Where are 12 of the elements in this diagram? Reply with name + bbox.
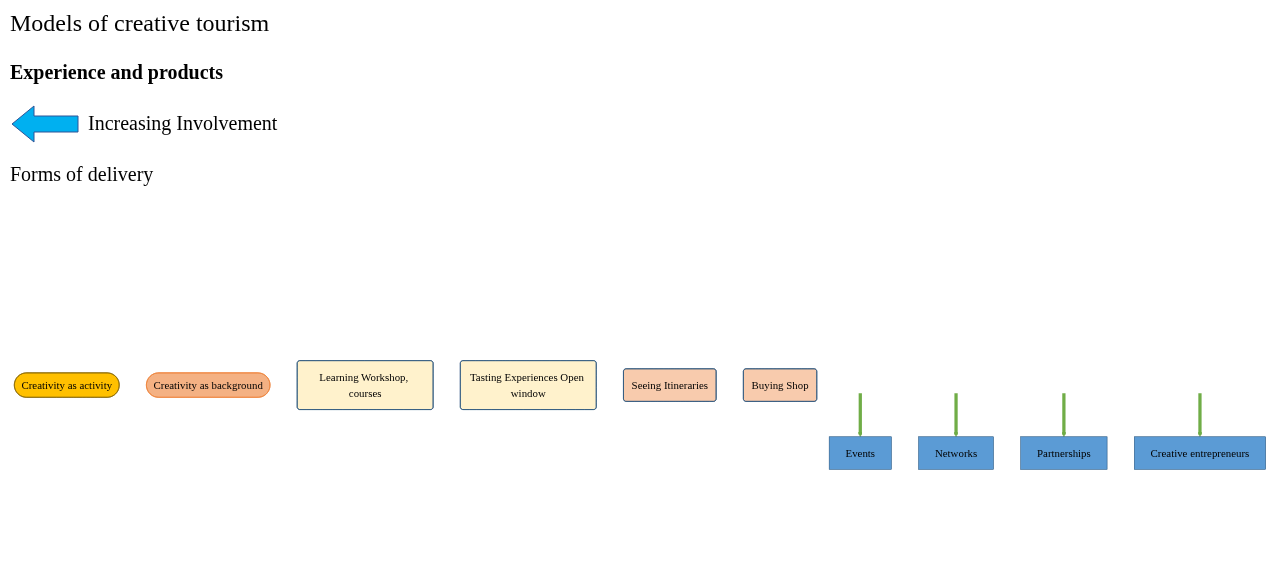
node-box: Partnerships	[1020, 436, 1108, 470]
diagram-title: Models of creative tourism	[10, 10, 271, 37]
arrow	[1061, 393, 1067, 437]
section-label: Forms of delivery	[10, 163, 155, 186]
node-box: Events	[828, 436, 892, 470]
section-heading: Experience and products	[10, 61, 224, 84]
arrow-label: Increasing Involvement	[88, 112, 278, 135]
node-box: Networks	[918, 436, 994, 470]
node-box: Creative entrepreneurs	[1134, 436, 1266, 470]
arrow	[857, 393, 863, 437]
arrow	[1197, 393, 1203, 437]
arrow	[953, 393, 959, 437]
